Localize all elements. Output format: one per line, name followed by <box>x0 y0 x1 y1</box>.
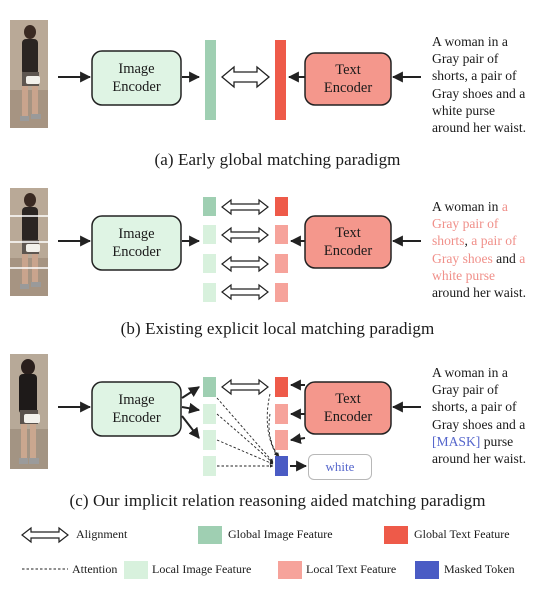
description-text: around her waist. <box>432 285 526 301</box>
mask-token-text: [MASK] <box>432 433 481 449</box>
masked-word-box: white <box>308 454 372 480</box>
global-image-feature-bar <box>205 40 216 120</box>
legend-global-text-swatch <box>384 526 408 544</box>
local-text-feature-cell <box>275 225 288 244</box>
description-text: A woman in <box>432 199 502 214</box>
image-encoder-box <box>91 215 182 271</box>
pedestrian-photo-c <box>10 354 48 469</box>
text-encoder-box <box>304 52 392 106</box>
text-description-a: A woman in a Gray pair of shorts, a pair… <box>432 33 552 136</box>
legend-local-image-label: Local Image Feature <box>152 562 252 576</box>
global-image-feature-cell <box>203 197 216 216</box>
local-image-feature-cell <box>203 404 216 424</box>
caption-c: (c) Our implicit relation reasoning aide… <box>69 491 486 510</box>
alignment-arrow <box>220 65 271 89</box>
legend-alignment-label: Alignment <box>76 527 128 541</box>
local-text-feature-cell <box>275 254 288 273</box>
image-encoder-box <box>91 381 182 437</box>
image-encoder-label: Image Encoder <box>112 226 161 260</box>
description-text: A woman in a Gray pair of shorts, a pair… <box>432 365 526 432</box>
text-description-b: A woman in a Gray pair of shorts, a pair… <box>432 198 552 301</box>
alignment-arrow <box>221 378 269 396</box>
highlighted-phrase: a white purse <box>432 250 526 283</box>
masked-token-cell <box>275 456 288 476</box>
legend <box>21 526 439 579</box>
pedestrian-photo-a <box>10 20 48 128</box>
panel-a <box>58 40 421 120</box>
local-image-feature-cell <box>203 254 216 273</box>
global-image-feature-cell <box>203 377 216 397</box>
image-encoder-box <box>91 50 182 106</box>
legend-masked-token-label: Masked Token <box>444 562 515 576</box>
legend-global-image-label: Global Image Feature <box>228 527 333 541</box>
legend-global-text-label: Global Text Feature <box>414 527 510 541</box>
global-text-feature-cell <box>275 197 288 216</box>
description-text: and <box>492 250 520 266</box>
alignment-arrow <box>221 198 269 216</box>
legend-attention-label: Attention <box>72 562 118 576</box>
legend-masked-token-swatch <box>415 561 439 579</box>
text-encoder-box <box>304 215 392 269</box>
legend-local-text-label: Local Text Feature <box>306 562 397 576</box>
caption-b: (b) Existing explicit local matching par… <box>120 319 435 338</box>
alignment-arrow <box>221 226 269 244</box>
text-description-c: A woman in a Gray pair of shorts, a pair… <box>432 364 552 467</box>
panel-b <box>58 197 421 302</box>
description-text: , <box>464 233 472 249</box>
arrow-to-global-image <box>181 386 200 399</box>
text-encoder-label: Text Encoder <box>323 62 373 96</box>
description-text: purse around her waist. <box>432 433 526 467</box>
description-text: A woman in a Gray pair of shorts, a pair… <box>432 34 526 136</box>
text-encoder-label: Text Encoder <box>323 391 373 425</box>
local-image-feature-cell <box>203 283 216 302</box>
pedestrian-photo-b <box>10 188 48 296</box>
image-encoder-label: Image Encoder <box>112 392 161 426</box>
caption-a: (a) Early global matching paradigm <box>154 150 401 169</box>
image-encoder-label: Image Encoder <box>112 61 161 95</box>
panel-c <box>58 377 421 476</box>
local-text-feature-cell <box>275 430 288 450</box>
legend-local-text-swatch <box>278 561 302 579</box>
text-encoder-label: Text Encoder <box>323 225 373 259</box>
global-text-feature-bar <box>275 40 286 120</box>
alignment-arrow <box>221 255 269 273</box>
local-text-feature-cell <box>275 283 288 302</box>
local-image-feature-cell <box>203 225 216 244</box>
local-image-feature-cell <box>203 456 216 476</box>
global-text-feature-cell <box>275 377 288 397</box>
legend-global-image-swatch <box>198 526 222 544</box>
local-image-feature-cell <box>203 430 216 450</box>
local-text-feature-cell <box>275 404 288 424</box>
highlighted-phrase: a Gray pair of shorts <box>432 199 508 249</box>
attention-lines <box>216 393 280 468</box>
highlighted-phrase: a pair of Gray shoes <box>432 233 517 266</box>
legend-alignment-symbol <box>21 526 69 544</box>
text-encoder-box <box>304 381 392 435</box>
alignment-arrow <box>221 283 269 301</box>
legend-local-image-swatch <box>124 561 148 579</box>
